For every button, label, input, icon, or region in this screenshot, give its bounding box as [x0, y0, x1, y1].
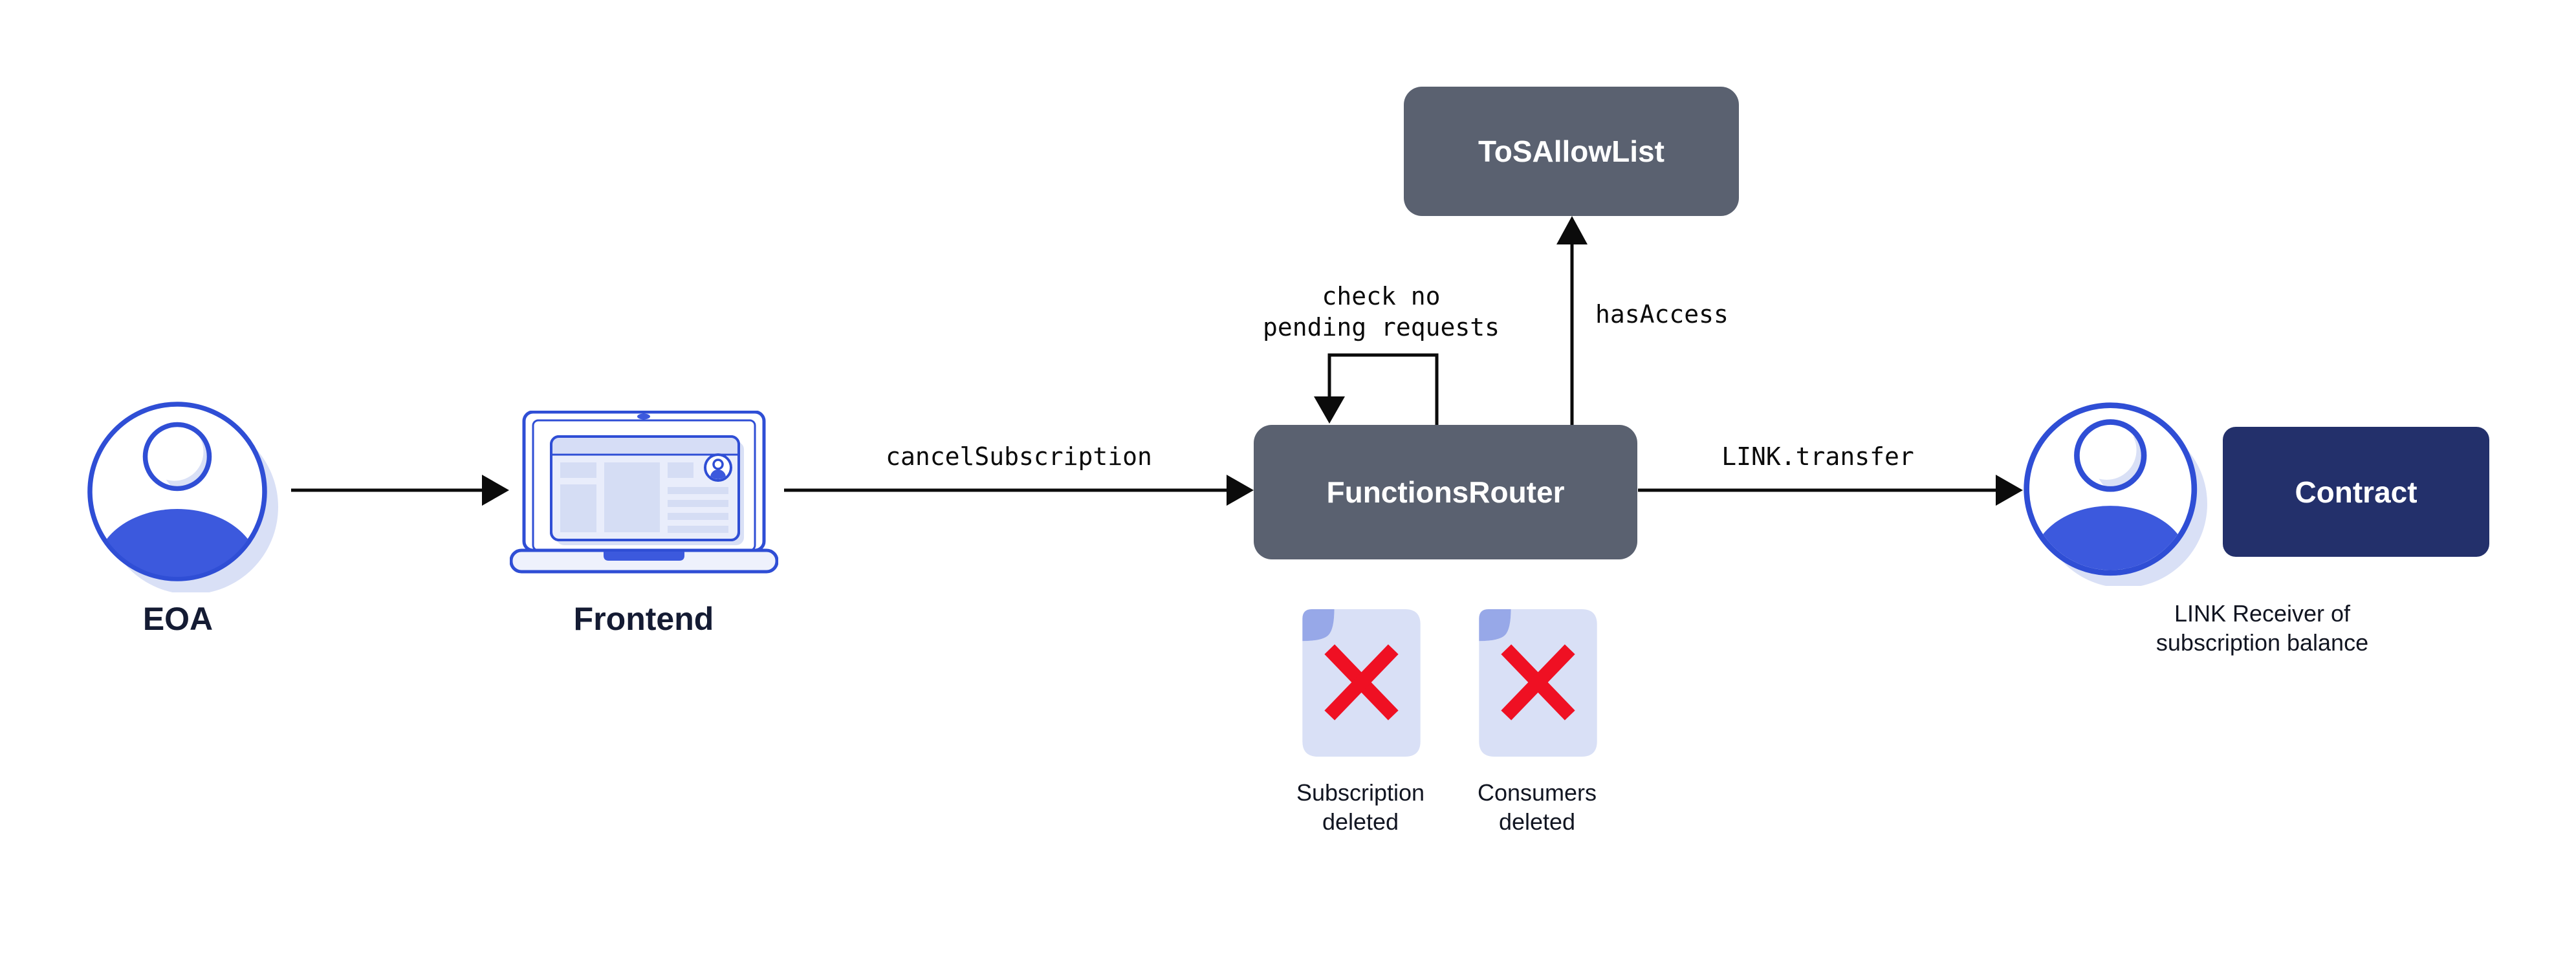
arrow-frontend-to-router: [784, 475, 1254, 506]
functions-router-label: FunctionsRouter: [1326, 475, 1565, 509]
link-receiver-node: [2021, 400, 2207, 586]
arrow-router-to-tosallowlist: [1556, 216, 1588, 425]
tos-allow-list-label: ToSAllowList: [1478, 135, 1665, 168]
eoa-node: [84, 398, 278, 592]
link-receiver-caption-line2: subscription balance: [2156, 629, 2369, 656]
arrow-router-self-loop: [1314, 353, 1439, 425]
contract-label: Contract: [2295, 475, 2418, 509]
consumers-deleted-doc: [1479, 609, 1597, 757]
subscription-deleted-doc: [1302, 609, 1421, 757]
arrow-eoa-to-frontend: [291, 475, 509, 506]
tos-allow-list-box: ToSAllowList: [1404, 87, 1739, 216]
edge-label-cancel-subscription: cancelSubscription: [886, 442, 1152, 471]
edge-label-check-pending-line2: pending requests: [1262, 313, 1500, 341]
document-deleted-icon: [1302, 609, 1421, 757]
contract-box: Contract: [2223, 427, 2489, 557]
edge-label-check-pending: check no pending requests: [1263, 281, 1500, 343]
person-icon: [2024, 402, 2207, 586]
document-deleted-icon: [1479, 609, 1597, 757]
consumers-deleted-line1: Consumers: [1477, 779, 1597, 806]
link-receiver-caption-line1: LINK Receiver of: [2174, 600, 2351, 627]
edge-label-has-access: hasAccess: [1595, 300, 1729, 329]
link-receiver-caption: LINK Receiver of subscription balance: [2156, 599, 2368, 657]
frontend-node: [510, 411, 778, 574]
laptop-icon: [510, 411, 778, 574]
edge-label-check-pending-line1: check no: [1322, 282, 1441, 310]
functions-router-box: FunctionsRouter: [1254, 425, 1637, 559]
eoa-label: EOA: [142, 601, 213, 637]
consumers-deleted-caption: Consumers deleted: [1478, 778, 1597, 836]
edge-label-link-transfer: LINK.transfer: [1721, 442, 1914, 471]
consumers-deleted-line2: deleted: [1498, 808, 1576, 835]
frontend-label: Frontend: [573, 601, 714, 637]
subscription-deleted-caption: Subscription deleted: [1296, 778, 1424, 836]
arrow-router-to-receiver: [1638, 475, 2023, 506]
subscription-deleted-line1: Subscription: [1296, 779, 1425, 806]
subscription-deleted-line2: deleted: [1322, 808, 1399, 835]
person-icon: [87, 402, 278, 592]
